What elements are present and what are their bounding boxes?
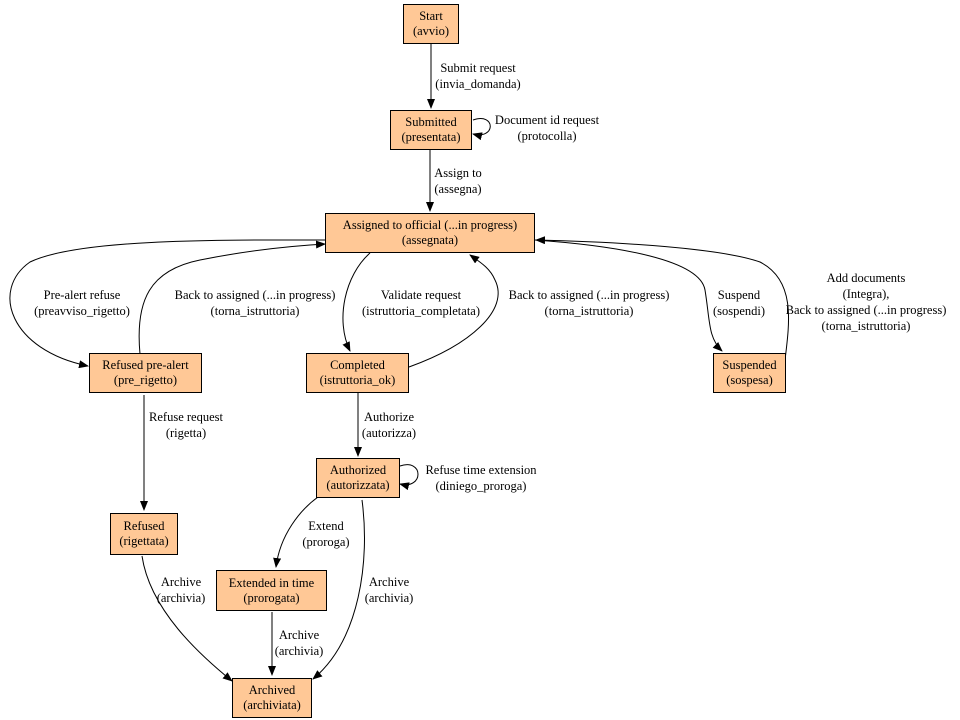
edge-label-document-id-request: Document id request (protocolla) (495, 112, 599, 144)
edge-label-document-id-request-code: (protocolla) (517, 129, 577, 143)
edge-label-pre-alert-refuse-code: (preavviso_rigetto) (34, 304, 130, 318)
edge-label-back-from-suspended: Add documents (Integra), Back to assigne… (786, 270, 947, 334)
edge-label-submit-request: Submit request (invia_domanda) (435, 60, 520, 92)
edge-label-validate-request: Validate request (istruttoria_completata… (362, 287, 480, 319)
edge-label-archive-authorized-text: Archive (368, 575, 410, 589)
edge-label-archive-extended-code: (archivia) (274, 644, 324, 658)
node-assigned-label: Assigned to official (...in progress) (342, 218, 518, 232)
edge-label-authorize-code: (autorizza) (361, 426, 417, 440)
edge-label-refuse-request-text: Refuse request (149, 410, 223, 424)
edge-label-back-from-suspended-line4: (torna_istruttoria) (821, 319, 911, 333)
node-extended-in-time[interactable]: Extended in time (prorogata) (216, 570, 327, 611)
node-suspended-label: Suspended (722, 358, 777, 372)
node-extended-in-time-code: (prorogata) (243, 590, 300, 605)
node-completed-label: Completed (330, 358, 385, 372)
edge-back-from-suspended (535, 236, 790, 361)
edge-label-archive-extended-text: Archive (278, 628, 320, 642)
edge-label-archive-refused: Archive (archivia) (157, 574, 206, 606)
edge-label-back-from-completed: Back to assigned (...in progress) (torna… (509, 287, 670, 319)
edge-label-submit-request-text: Submit request (440, 61, 516, 75)
node-refused-code: (rigettata) (119, 534, 169, 548)
edge-pre-alert-refuse (9, 239, 326, 369)
node-refused-pre-alert-code: (pre_rigetto) (113, 373, 178, 387)
edge-label-extend-text: Extend (308, 519, 344, 533)
edge-label-back-from-completed-text: Back to assigned (...in progress) (508, 288, 670, 302)
node-refused-label: Refused (123, 519, 165, 533)
node-refused[interactable]: Refused (rigettata) (110, 513, 178, 555)
node-extended-in-time-label: Extended in time (228, 575, 315, 590)
edge-label-back-from-completed-code: (torna_istruttoria) (544, 304, 634, 318)
node-refused-pre-alert[interactable]: Refused pre-alert (pre_rigetto) (89, 353, 202, 393)
node-suspended-code: (sospesa) (726, 373, 773, 387)
edge-label-assign-to-code: (assegna) (434, 182, 482, 196)
edge-label-suspend-text: Suspend (717, 288, 761, 302)
node-assigned[interactable]: Assigned to official (...in progress) (a… (325, 213, 535, 253)
edge-label-refuse-request-code: (rigetta) (165, 426, 207, 440)
node-start[interactable]: Start (avvio) (403, 4, 459, 44)
edge-archive-authorized (312, 499, 365, 680)
node-start-code: (avvio) (412, 24, 450, 38)
edge-label-pre-alert-refuse: Pre-alert refuse (preavviso_rigetto) (34, 287, 130, 319)
edge-back-from-completed (408, 254, 499, 368)
node-submitted[interactable]: Submitted (presentata) (390, 110, 472, 150)
node-completed[interactable]: Completed (istruttoria_ok) (306, 353, 409, 393)
edge-label-validate-request-text: Validate request (380, 288, 462, 302)
node-archived-code: (archiviata) (243, 698, 301, 712)
node-suspended[interactable]: Suspended (sospesa) (713, 353, 786, 393)
edge-label-archive-extended: Archive (archivia) (275, 627, 324, 659)
edge-label-suspend: Suspend (sospendi) (713, 287, 765, 319)
edge-document-id-request (472, 118, 491, 141)
edge-label-authorize: Authorize (autorizza) (362, 409, 416, 441)
edge-label-archive-authorized: Archive (archivia) (365, 574, 414, 606)
edge-label-refuse-time-extension: Refuse time extension (diniego_proroga) (425, 462, 536, 494)
edge-label-back-from-refused-pre: Back to assigned (...in progress) (torna… (175, 287, 336, 319)
edge-label-back-from-suspended-line3: Back to assigned (...in progress) (785, 303, 947, 317)
edge-back-from-refused-pre (138, 240, 326, 355)
edge-label-pre-alert-refuse-text: Pre-alert refuse (43, 288, 121, 302)
edge-label-refuse-time-extension-text: Refuse time extension (425, 463, 537, 477)
edge-label-refuse-request: Refuse request (rigetta) (149, 409, 223, 441)
edge-label-validate-request-code: (istruttoria_completata) (361, 304, 481, 318)
edge-label-submit-request-code: (invia_domanda) (435, 77, 521, 91)
edge-label-refuse-time-extension-code: (diniego_proroga) (435, 479, 527, 493)
edge-label-archive-refused-code: (archivia) (156, 591, 206, 605)
edge-label-back-from-refused-pre-code: (torna_istruttoria) (210, 304, 300, 318)
edge-label-extend: Extend (proroga) (302, 518, 349, 550)
node-start-label: Start (419, 9, 443, 23)
edge-label-assign-to-text: Assign to (434, 166, 482, 180)
edge-label-back-from-suspended-line1: Add documents (826, 271, 906, 285)
edge-label-extend-code: (proroga) (302, 535, 350, 549)
edge-label-authorize-text: Authorize (364, 410, 414, 424)
edge-validate-request (342, 252, 371, 352)
edge-label-back-from-suspended-line2: (Integra), (842, 287, 890, 301)
edge-label-archive-authorized-code: (archivia) (364, 591, 414, 605)
edge-label-document-id-request-text: Document id request (494, 113, 600, 127)
edge-suspend (534, 239, 723, 352)
node-completed-code: (istruttoria_ok) (319, 373, 396, 387)
node-authorized-label: Authorized (329, 463, 387, 477)
node-submitted-code: (presentata) (401, 130, 461, 144)
node-archived[interactable]: Archived (archiviata) (232, 678, 312, 718)
node-archived-label: Archived (248, 683, 296, 697)
edge-label-suspend-code: (sospendi) (712, 304, 766, 318)
node-submitted-label: Submitted (405, 115, 457, 129)
edge-refuse-time-extension (399, 464, 419, 491)
node-assigned-code: (assegnata) (401, 233, 459, 247)
node-authorized[interactable]: Authorized (autorizzata) (316, 458, 400, 498)
node-authorized-code: (autorizzata) (326, 478, 390, 492)
edge-label-back-from-refused-pre-text: Back to assigned (...in progress) (174, 288, 336, 302)
edge-archive-refused (141, 555, 233, 682)
edge-label-assign-to: Assign to (assegna) (434, 165, 482, 197)
edge-label-archive-refused-text: Archive (160, 575, 202, 589)
edge-extend (273, 496, 319, 568)
node-refused-pre-alert-label: Refused pre-alert (102, 358, 189, 372)
